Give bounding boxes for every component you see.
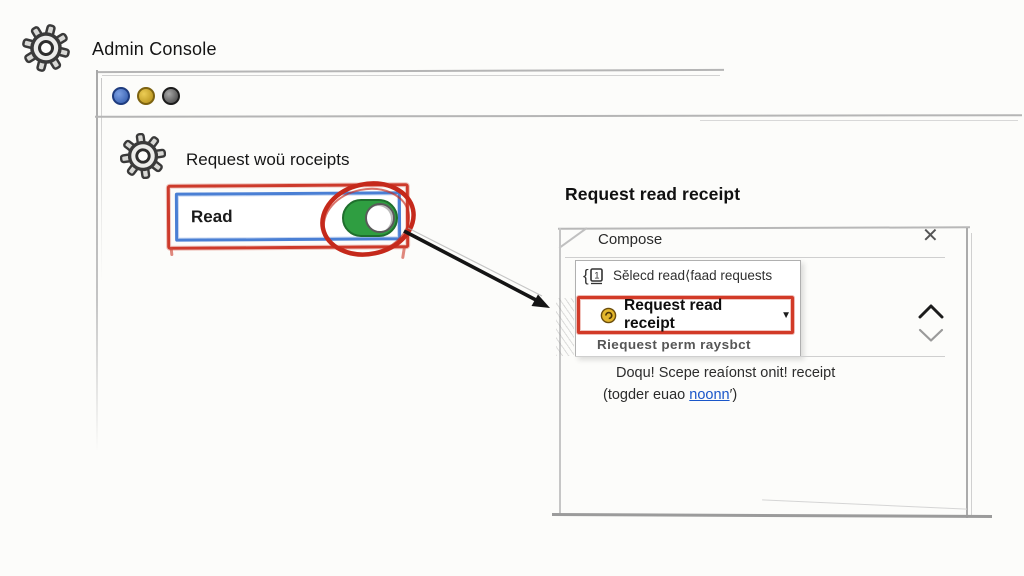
panel-caption: Request read receipt <box>565 184 741 204</box>
arrow-annotation <box>396 222 566 320</box>
window-left-border-shadow <box>101 78 102 283</box>
window-top-border <box>95 68 725 74</box>
menu-item-label: Sĕlecd read⟨faad requests <box>613 267 773 283</box>
read-toggle-switch[interactable] <box>342 199 398 237</box>
menu-item-disabled[interactable]: Riequest perm raysbct <box>597 337 751 352</box>
dialog-right-border <box>966 228 968 518</box>
window-dot-blue-icon[interactable] <box>112 87 130 105</box>
svg-text:{: { <box>583 266 589 285</box>
dialog-top-border <box>557 226 971 230</box>
body-text-line1: Doqu! Scepe reaíonst onit! receipt <box>616 365 836 381</box>
dropdown-label: Request read receipt <box>624 297 723 332</box>
dialog-left-border <box>559 228 561 516</box>
window-left-border <box>96 70 98 452</box>
toggle-knob <box>365 203 395 233</box>
compose-title: Compose <box>598 231 663 248</box>
toggle-label: Read <box>190 206 233 226</box>
compose-dropdown-menu: { 1 Sĕlecd read⟨faad requests Request re… <box>575 260 801 357</box>
chevron-up-icon[interactable] <box>918 303 944 320</box>
body-divider <box>575 356 945 357</box>
svg-text:1: 1 <box>594 271 599 282</box>
menu-item-select-requests[interactable]: { 1 Sĕlecd read⟨faad requests <box>583 266 772 285</box>
admin-console-title: Admin Console <box>92 39 217 59</box>
dialog-bottom-border-shadow <box>762 499 967 510</box>
insert-number-icon: { 1 <box>583 266 605 285</box>
dialog-bottom-border <box>551 513 993 518</box>
dropdown-arrow-icon: ▼ <box>781 309 791 321</box>
pencil-hatching <box>556 298 574 356</box>
red-circle-annotation <box>316 177 420 261</box>
window-dot-gold-icon[interactable] <box>137 87 155 105</box>
header-divider <box>565 257 945 258</box>
gear-icon <box>20 24 72 72</box>
request-read-receipt-dropdown[interactable]: Request read receipt ▼ <box>577 296 794 334</box>
receipt-badge-icon <box>600 307 617 324</box>
receipt-link[interactable]: noonn <box>689 387 730 403</box>
body-text-line2: (togder euao noonn′) <box>603 387 737 403</box>
window-top-border-shadow <box>102 75 720 76</box>
window-titlebar-divider-shadow <box>700 120 1018 121</box>
body-text-prefix: (togder euao <box>603 387 690 403</box>
close-icon[interactable]: ✕ <box>922 225 939 247</box>
window-dot-dark-icon[interactable] <box>162 87 180 105</box>
body-text-suffix: ′) <box>729 387 738 403</box>
section-title: Request woü roceipts <box>186 150 350 169</box>
dialog-right-border-shadow <box>971 233 972 517</box>
settings-gear-icon <box>120 133 166 179</box>
chevron-down-icon[interactable] <box>918 327 944 344</box>
window-titlebar-divider <box>94 114 1023 118</box>
